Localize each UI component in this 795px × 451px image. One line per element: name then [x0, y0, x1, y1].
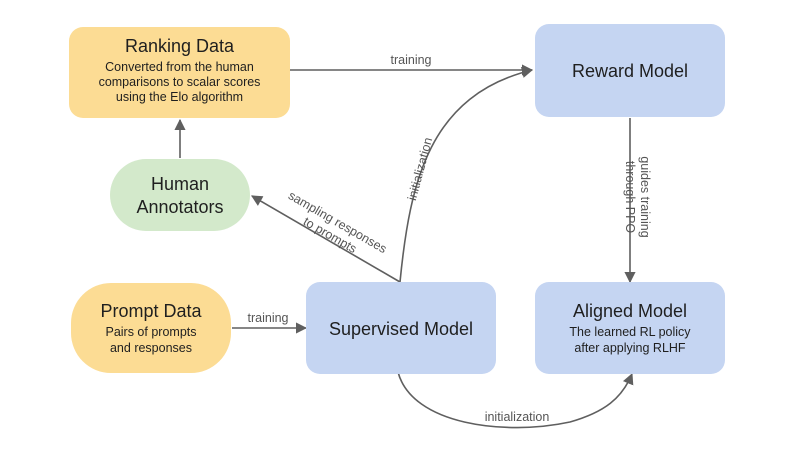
edge-label-reward-to-aligned: guides training through PPO: [623, 156, 652, 237]
edge-label-supervised-to-aligned: initialization: [485, 410, 550, 424]
node-reward-model: Reward Model: [535, 24, 725, 117]
node-subtitle: comparisons to scalar scores: [99, 75, 261, 89]
node-subtitle: The learned RL policy: [569, 325, 691, 339]
node-supervised-model: Supervised Model: [306, 282, 496, 374]
node-subtitle: and responses: [110, 341, 192, 355]
node-subtitle: after applying RLHF: [574, 341, 686, 355]
edges: [174, 64, 636, 429]
node-subtitle: Pairs of prompts: [105, 325, 196, 339]
node-prompt-data: Prompt Data Pairs of prompts and respons…: [71, 283, 231, 373]
node-title: Human: [151, 174, 209, 194]
edge-supervised-to-aligned: [397, 371, 634, 429]
node-aligned-model-box: [535, 282, 725, 374]
node-title: Reward Model: [572, 61, 688, 81]
edge-supervised-to-annotators: [251, 195, 401, 283]
edge-label-ranking-to-reward: training: [391, 53, 432, 67]
svg-text:guides training: guides training: [638, 156, 652, 237]
node-aligned-model: Aligned Model The learned RL policy afte…: [535, 282, 725, 374]
edge-label-supervised-to-reward: initialization: [405, 136, 435, 202]
node-supervised-model-box: [306, 282, 496, 374]
edge-label-supervised-to-annotators: sampling responses to prompts: [286, 188, 389, 256]
node-human-annotators: Human Annotators: [110, 159, 250, 231]
node-prompt-data-box: [71, 283, 231, 373]
node-title: Aligned Model: [573, 301, 687, 321]
svg-text:through PPO: through PPO: [623, 161, 637, 234]
node-human-annotators-box: [110, 159, 250, 231]
node-title: Ranking Data: [125, 36, 235, 56]
node-title: Supervised Model: [329, 319, 473, 339]
node-subtitle: using the Elo algorithm: [116, 90, 243, 104]
edge-supervised-to-reward: [399, 66, 534, 283]
node-reward-model-box: [535, 24, 725, 117]
node-title: Annotators: [136, 197, 223, 217]
node-ranking-data: Ranking Data Converted from the human co…: [69, 27, 290, 118]
edge-label-prompt-to-supervised: training: [248, 311, 289, 325]
node-ranking-data-box: [69, 27, 290, 118]
node-subtitle: Converted from the human: [105, 60, 254, 74]
node-title: Prompt Data: [100, 301, 202, 321]
